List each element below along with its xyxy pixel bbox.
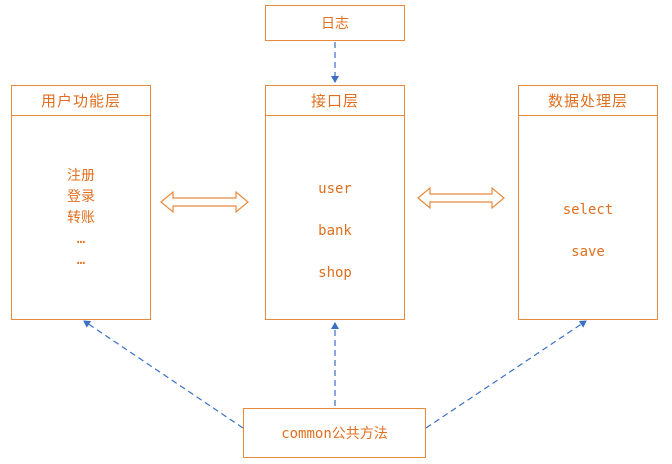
user-layer-title: 用户功能层 [12, 86, 150, 116]
user-layer-box: 用户功能层 注册 登录 转账 … … [11, 85, 151, 320]
user-layer-item-login: 登录 [67, 189, 95, 205]
data-layer-title: 数据处理层 [519, 86, 657, 116]
common-methods-box: common公共方法 [243, 408, 426, 458]
data-layer-items: select save [519, 189, 657, 273]
user-layer-item-transfer: 转账 [67, 210, 95, 226]
double-arrow-user-interface [160, 190, 249, 214]
log-box-label: 日志 [321, 16, 349, 32]
log-box: 日志 [265, 5, 405, 41]
double-arrow-interface-data [417, 186, 505, 210]
data-item-select: select [562, 202, 614, 218]
data-layer-box: 数据处理层 select save [518, 85, 658, 320]
arrow-common-to-user-layer [83, 320, 244, 429]
interface-item-bank: bank [318, 223, 352, 239]
user-layer-item-ellipsis-2: … [76, 252, 86, 268]
user-layer-item-ellipsis-1: … [76, 231, 86, 247]
interface-layer-title: 接口层 [266, 86, 404, 116]
user-layer-items: 注册 登录 转账 … … [12, 166, 150, 271]
interface-item-user: user [318, 181, 352, 197]
data-item-save: save [571, 244, 605, 260]
common-methods-label: common公共方法 [281, 426, 388, 442]
interface-item-shop: shop [318, 265, 352, 281]
user-layer-item-register: 注册 [67, 168, 95, 184]
interface-layer-box: 接口层 user bank shop [265, 85, 405, 320]
arrow-common-to-data-layer [425, 320, 587, 429]
interface-layer-items: user bank shop [266, 168, 404, 294]
